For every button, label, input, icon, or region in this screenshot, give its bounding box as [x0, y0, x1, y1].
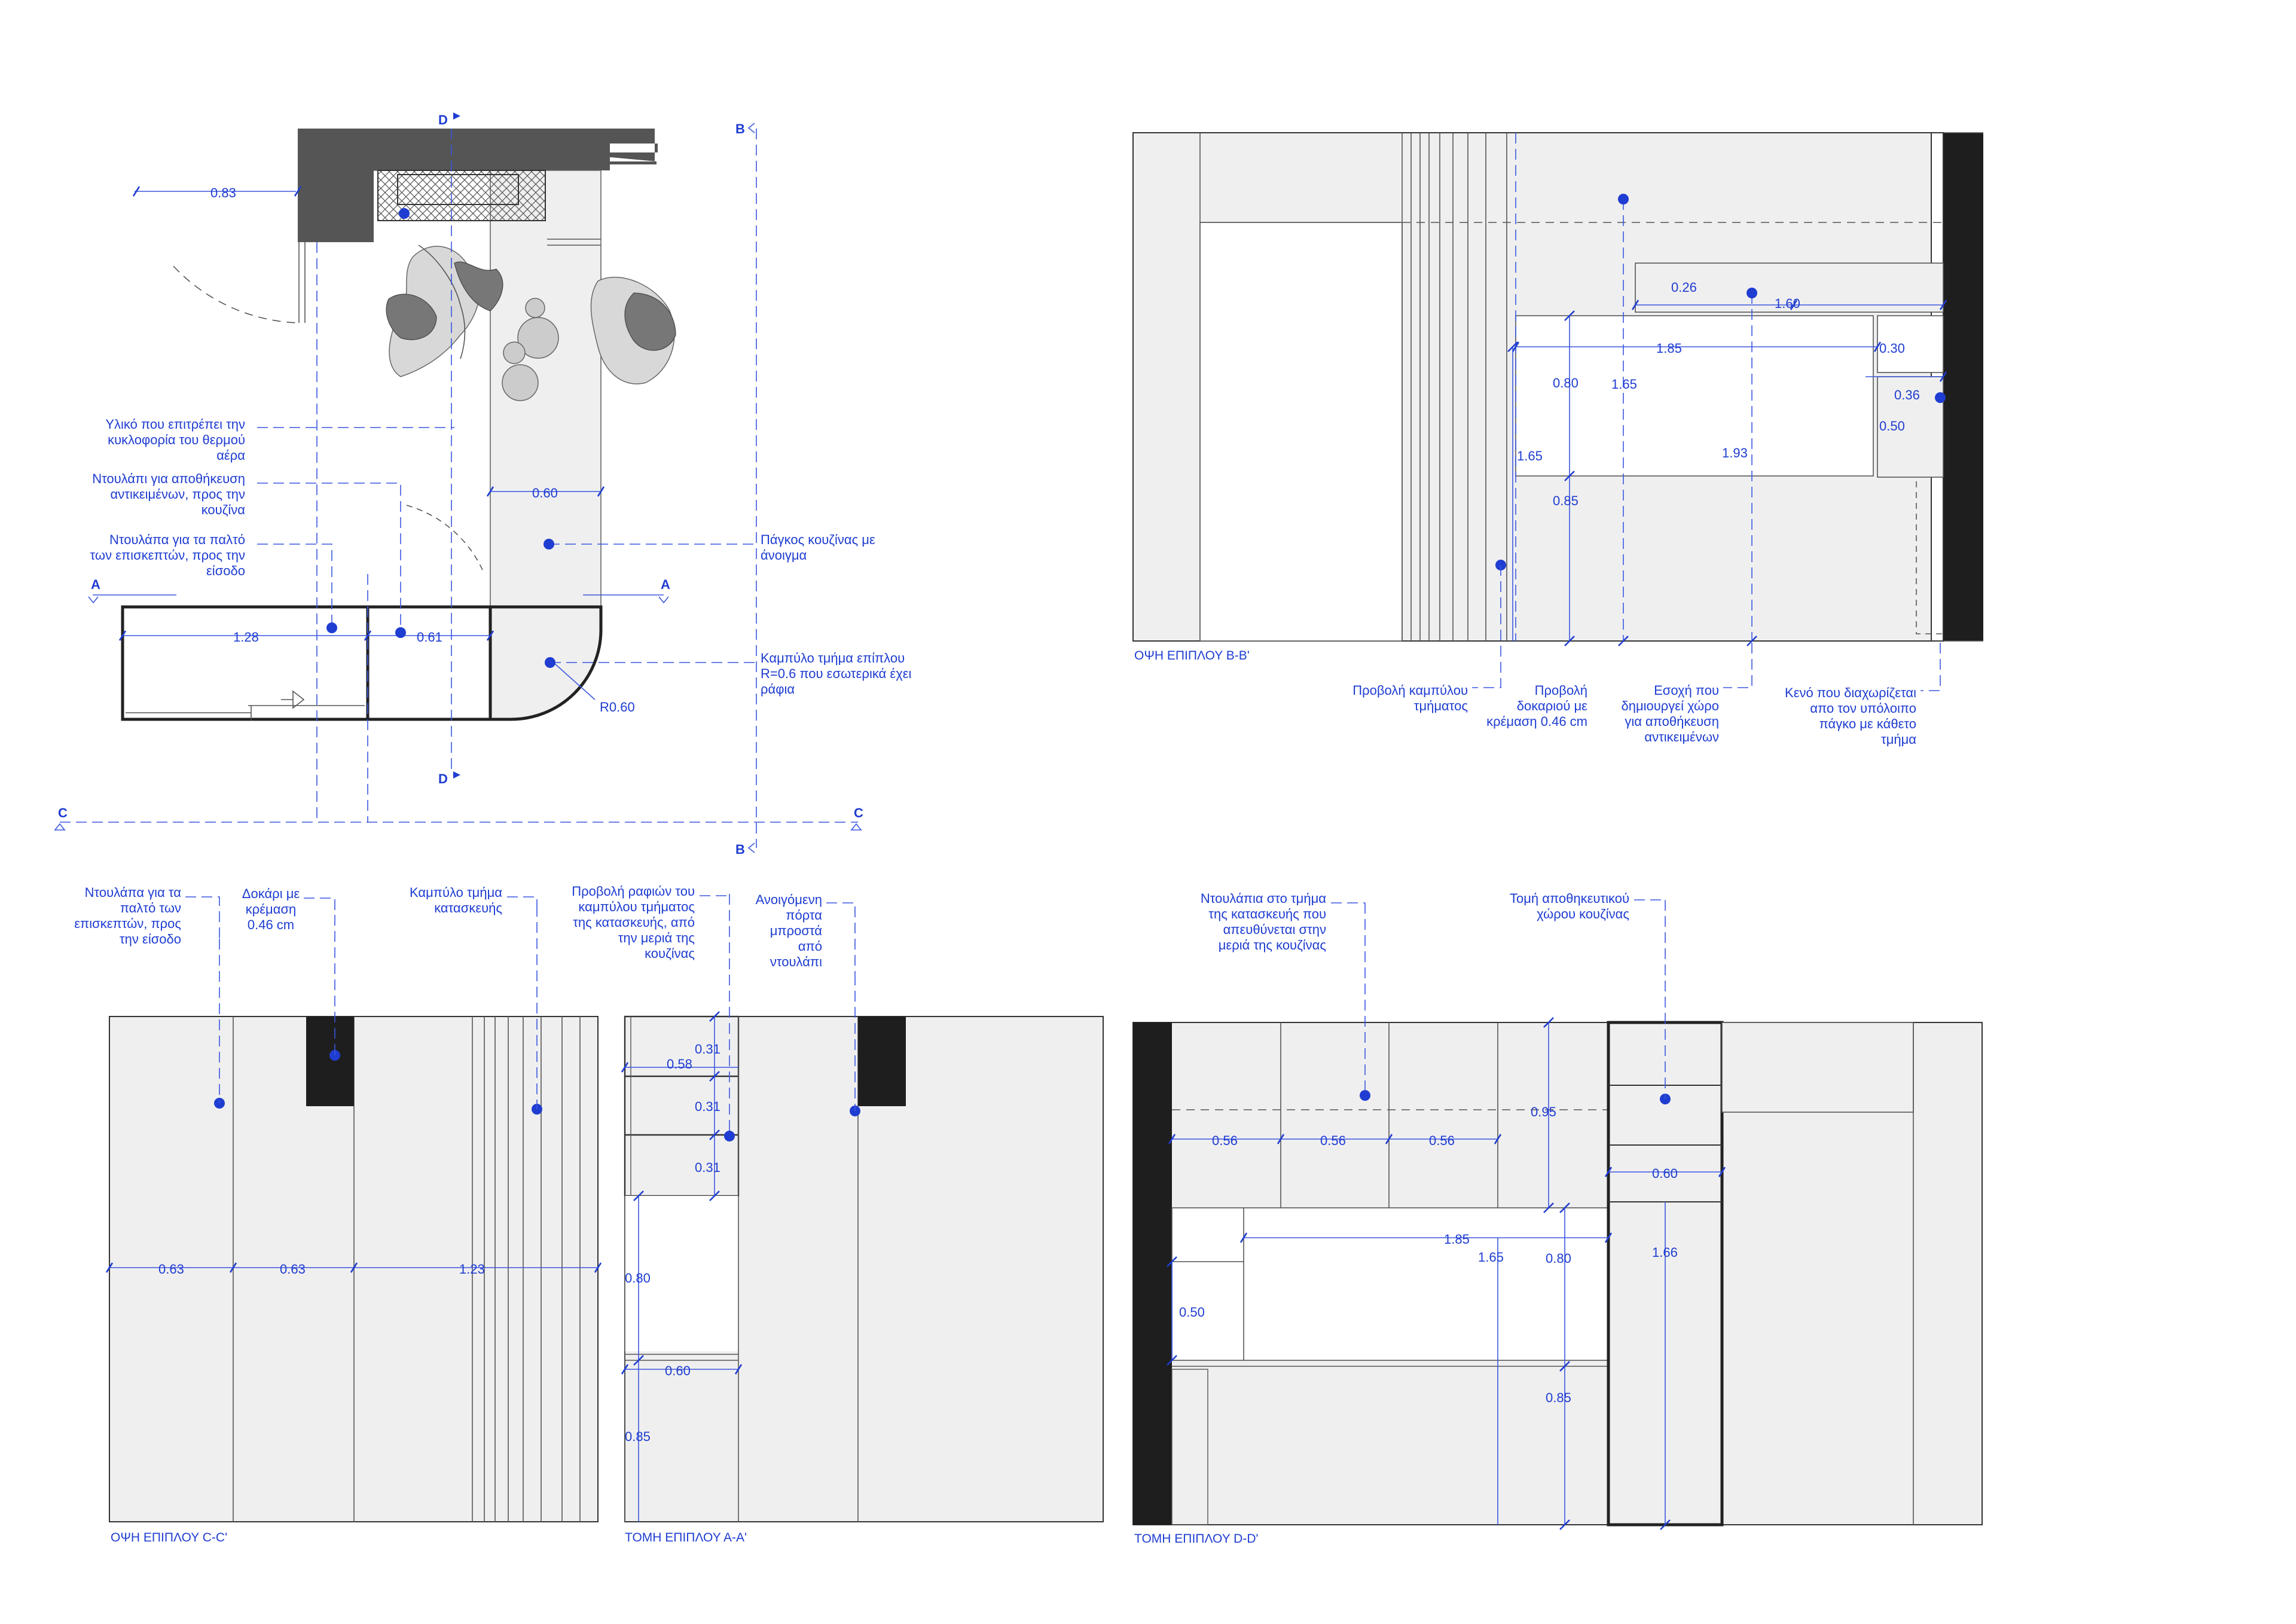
mark-a-left: A — [91, 577, 100, 592]
aa-title: ΤΟΜΗ ΕΠΙΠΛΟΥ Α-Α' — [625, 1531, 747, 1544]
dim-counter: 0.60 — [532, 486, 558, 500]
dd-d056b: 0.56 — [1320, 1133, 1346, 1148]
cc-d063a: 0.63 — [158, 1262, 184, 1277]
dim-door: 0.83 — [210, 185, 236, 200]
elevation-bb-dims: 0.26 1.60 1.85 0.30 0.80 0.85 1.65 1.65 … — [1507, 280, 1947, 646]
bb-d030: 0.30 — [1879, 341, 1905, 356]
aa-d080: 0.80 — [625, 1271, 651, 1286]
hatched-panel-inner — [397, 174, 519, 205]
aa-d058: 0.58 — [667, 1057, 692, 1072]
dim-bench: 1.28 — [233, 630, 259, 645]
dim-cab: 0.61 — [417, 630, 442, 645]
dd-d050: 0.50 — [1179, 1305, 1205, 1320]
dd-d165: 1.65 — [1478, 1250, 1504, 1265]
mark-a-right: A — [661, 577, 670, 592]
section-dd: 0.56 0.56 0.56 0.95 0.60 1.85 1.65 0.80 … — [1132, 891, 1983, 1546]
aa-d031a: 0.31 — [695, 1042, 720, 1057]
bb-d160: 1.60 — [1775, 296, 1800, 311]
section-aa: 0.31 0.58 0.31 0.31 0.80 0.60 0.85 ΤΟΜΗ … — [572, 884, 1104, 1544]
plan-dimensions: 0.83 0.60 1.28 0.61 R0.60 — [118, 185, 635, 715]
bb-d036: 0.36 — [1894, 387, 1920, 402]
bb-d165a: 1.65 — [1611, 377, 1637, 392]
mark-d-bottom: D — [438, 771, 448, 786]
aa-d031c: 0.31 — [695, 1160, 720, 1175]
bb-d085: 0.85 — [1553, 493, 1578, 508]
bb-d165b: 1.65 — [1517, 448, 1543, 463]
cc-d123: 1.23 — [459, 1262, 485, 1277]
cc-d063b: 0.63 — [280, 1262, 306, 1277]
dd-d060: 0.60 — [1652, 1166, 1678, 1181]
aa-d031b: 0.31 — [695, 1099, 720, 1114]
bb-d185: 1.85 — [1656, 341, 1682, 356]
kitchen-counter-plan — [374, 170, 602, 608]
mark-b-bottom: B — [735, 842, 745, 857]
plan-section-lines: D D B B A A C C — [54, 112, 863, 857]
bb-title: ΟΨΗ ΕΠΙΠΛΟΥ Β-Β' — [1134, 649, 1250, 663]
dd-d166: 1.66 — [1652, 1245, 1678, 1260]
mark-d-top: D — [438, 112, 448, 127]
elevation-bb — [1132, 132, 1983, 642]
cc-title: ΟΨΗ ΕΠΙΠΛΟΥ C-C' — [111, 1531, 227, 1544]
mark-b-top: B — [735, 121, 745, 136]
dim-radius: R0.60 — [600, 700, 635, 715]
dd-d095: 0.95 — [1531, 1104, 1556, 1119]
dd-d056c: 0.56 — [1429, 1133, 1455, 1148]
bb-d026: 0.26 — [1671, 280, 1697, 295]
floor-plan — [121, 129, 676, 721]
coat-cabinet-plan — [121, 605, 492, 721]
dd-d056a: 0.56 — [1212, 1133, 1238, 1148]
dd-title: ΤΟΜΗ ΕΠΙΠΛΟΥ D-D' — [1134, 1532, 1259, 1546]
bb-d080: 0.80 — [1553, 376, 1578, 390]
elevation-cc: 0.63 0.63 1.23 ΟΨΗ ΕΠΙΠΛΟΥ C-C' Ντουλάπα… — [74, 885, 602, 1544]
aa-d085: 0.85 — [625, 1429, 651, 1444]
mark-c-right: C — [854, 805, 863, 820]
wall-main — [298, 129, 610, 242]
plant-decor — [386, 245, 676, 401]
bb-d193: 1.93 — [1722, 445, 1748, 460]
dd-d085: 0.85 — [1546, 1390, 1571, 1405]
bb-d050: 0.50 — [1879, 419, 1905, 434]
dd-d080: 0.80 — [1546, 1251, 1571, 1266]
aa-d060: 0.60 — [665, 1363, 691, 1378]
dd-d185: 1.85 — [1444, 1232, 1470, 1247]
mark-c-left: C — [58, 805, 68, 820]
